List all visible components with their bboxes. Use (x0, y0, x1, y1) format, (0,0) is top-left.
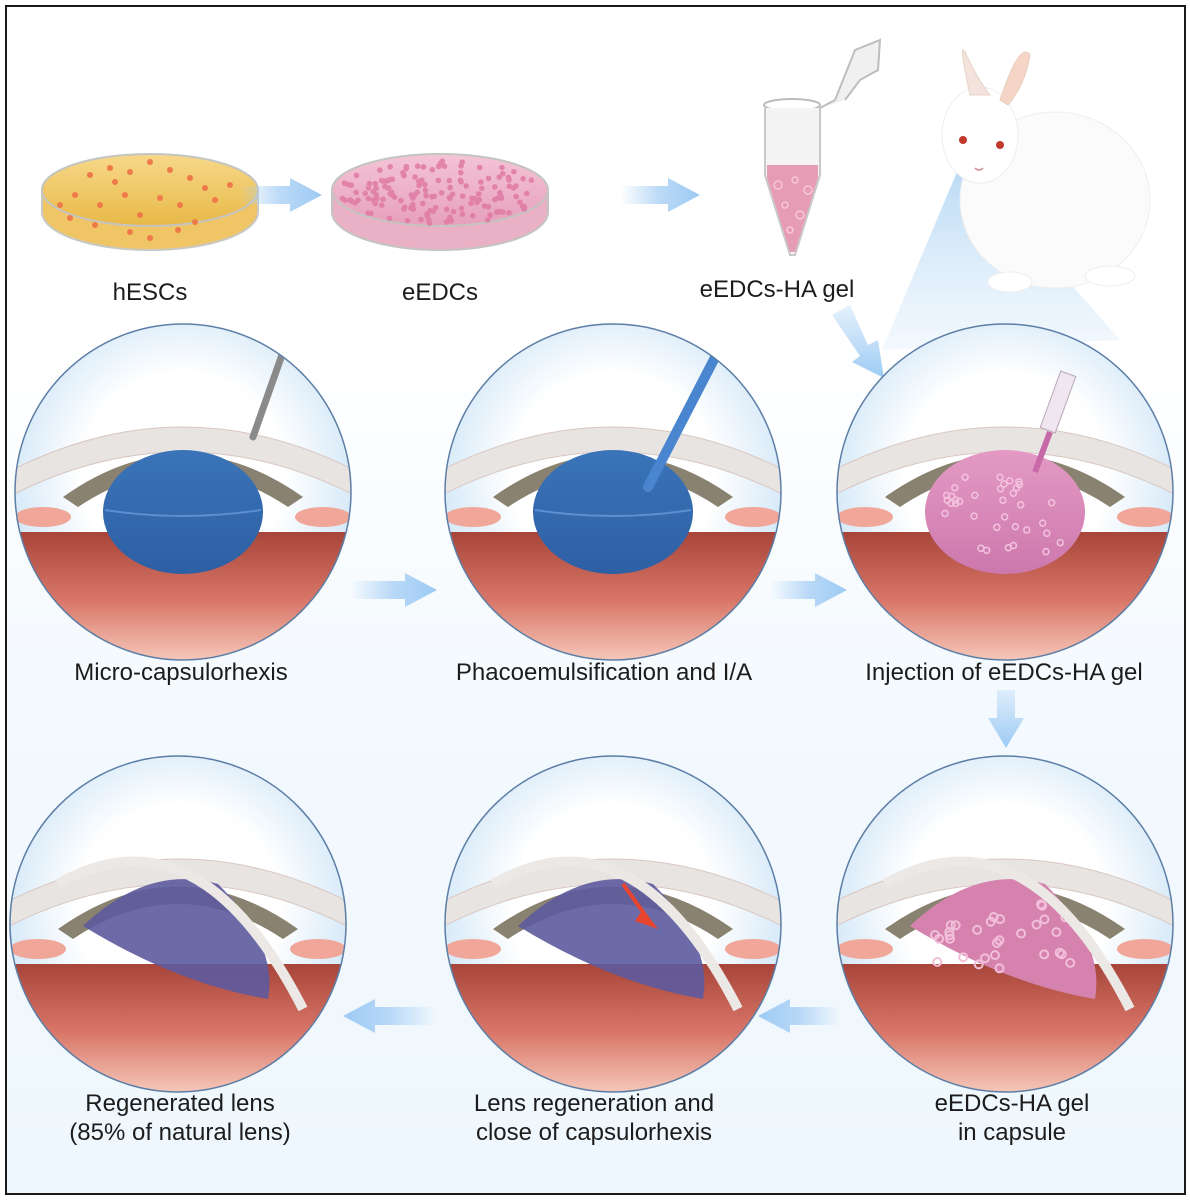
arrow-right-icon (770, 573, 847, 607)
step-label-eedcs: eEDCs (401, 279, 479, 306)
petri-dish-pink-icon (331, 153, 549, 251)
step-label-hescs: hESCs (112, 279, 188, 306)
arrow-left-icon (343, 999, 435, 1033)
arrow-right-icon (350, 573, 437, 607)
step-label-phacoemulsification: Phacoemulsification and I/A (455, 659, 753, 686)
petri-dish-yellow-icon (41, 153, 259, 251)
step-label-gel-in-capsule: eEDCs-HA gel in capsule (935, 1089, 1090, 1147)
step-label-injection: Injection of eEDCs-HA gel (865, 659, 1143, 686)
arrow-right-icon (240, 178, 322, 212)
step-label-regenerated-lens: Regenerated lens (85% of natural lens) (69, 1089, 290, 1147)
microcentrifuge-tube-icon (763, 38, 882, 256)
step-label-line2: in capsule (957, 1119, 1067, 1146)
step-label-line1: Regenerated lens (85, 1090, 275, 1117)
step-label-micro-capsulorhexis: Micro-capsulorhexis (74, 659, 288, 686)
arrow-down-right-icon (832, 305, 884, 378)
eye-syringe-icon (836, 323, 1174, 661)
eye-probe-icon (444, 323, 782, 661)
arrow-right-icon (620, 178, 700, 212)
step-label-line1: eEDCs-HA gel (934, 1090, 1090, 1117)
step-label-line1: Lens regeneration and (473, 1090, 715, 1117)
rabbit-icon (941, 49, 1151, 293)
eye-gel-capsule-icon (836, 755, 1174, 1093)
step-label-eedcs-ha-gel: eEDCs-HA gel (699, 276, 855, 303)
arrow-down-icon (988, 690, 1024, 748)
step-label-line2: close of capsulorhexis (475, 1119, 713, 1146)
eye-needle-icon (14, 323, 352, 661)
eye-regenerated-lens-icon (9, 755, 347, 1093)
arrow-left-icon (758, 999, 840, 1033)
step-label-lens-regeneration: Lens regeneration and close of capsulorh… (474, 1089, 714, 1147)
eye-regeneration-arrow-icon (444, 755, 782, 1093)
step-label-line2: (85% of natural lens) (69, 1119, 291, 1146)
